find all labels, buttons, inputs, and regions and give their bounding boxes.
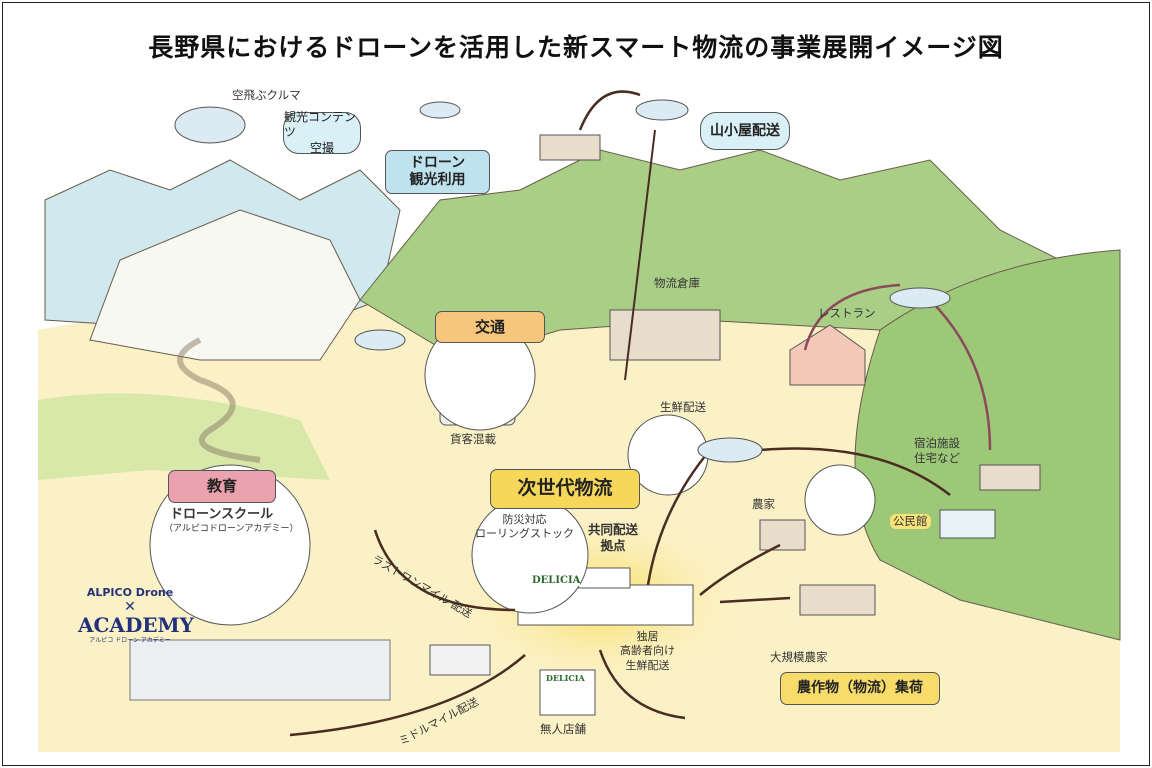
last-mile-arrow [373, 529, 516, 612]
stock-line1: 防災対応 [502, 513, 547, 526]
education-box: 教育 [168, 470, 276, 503]
drone-icon [635, 99, 689, 121]
elderly-line2: 高齢者向け [620, 644, 675, 658]
flying-car-label: 空飛ぶクルマ [232, 88, 301, 102]
community-hall-label: 公民館 [890, 514, 931, 529]
right-hill [854, 249, 1121, 641]
alpico-academy-logo: ALPICO Drone ✕ ACADEMY アルピコ ドローン アカデミー [78, 586, 194, 644]
tourism-line1: ドローン [409, 154, 466, 171]
crop-collection-box: 農作物（物流）集荷 [780, 672, 940, 705]
drone-school-sub: （アルピコドローンアカデミー） [164, 524, 299, 534]
education-bubble [149, 464, 311, 626]
produce-bubble [804, 464, 876, 536]
lodging-label: 宿泊施設 住宅など [914, 436, 960, 466]
aerial-shooting-bubble: 観光コンテンツ 空撮 [283, 109, 361, 155]
mountain-hut [539, 134, 601, 161]
drone-school-label: ドローンスクール [170, 507, 274, 522]
farmhouse [759, 519, 806, 551]
large-farmer-label: 大規模農家 [770, 650, 828, 664]
farmer-label: 農家 [752, 497, 775, 511]
joint-delivery-hub-label: 共同配送 拠点 [588, 522, 638, 555]
winding-road [177, 337, 261, 463]
hub-line2: 拠点 [600, 538, 626, 554]
logo-x-icon: ✕ [124, 599, 136, 615]
lodging-arrow [929, 299, 992, 451]
logo-top: ALPICO Drone [86, 586, 174, 599]
community-hall-building [939, 509, 996, 539]
unmanned-store-sign-logo: DELICIA [546, 673, 585, 683]
city-buildings [129, 639, 391, 701]
hub-line1: 共同配送 [588, 522, 639, 537]
next-gen-logistics-box: 次世代物流 [490, 469, 640, 509]
truck [429, 644, 491, 676]
hub-to-lodging-arrow [759, 447, 951, 496]
elderly-line1: 独居 [636, 630, 659, 643]
drone-icon [354, 329, 406, 351]
page-title: 長野県におけるドローンを活用した新スマート物流の事業展開イメージ図 [148, 33, 1004, 62]
warehouse-label: 物流倉庫 [654, 276, 700, 290]
hut-delivery-label: 山小屋配送 [710, 122, 780, 139]
ski-slope [89, 209, 361, 361]
drone-icon [419, 101, 461, 119]
fresh-delivery-label: 生鮮配送 [660, 400, 706, 414]
drone-icon [889, 287, 951, 309]
transport-box: 交通 [435, 311, 545, 343]
hut-delivery-arrow [578, 90, 641, 131]
aerial-line1: 観光コンテンツ [284, 109, 357, 140]
hub-to-fresh-arrow [646, 449, 711, 586]
large-farmhouse [799, 584, 876, 616]
drone-tether [624, 129, 656, 381]
lodging-line2: 住宅など [914, 450, 960, 465]
drone-icon [697, 437, 763, 463]
restaurant-arrow [803, 283, 901, 351]
stock-line2: ローリングストック [475, 527, 574, 541]
elderly-line3: 生鮮配送 [625, 658, 670, 672]
lodging-line1: 宿泊施設 [914, 436, 960, 450]
mixed-cargo-label: 貨客混載 [450, 432, 496, 446]
rolling-stock-label: 防災対応 ローリングストック [475, 513, 574, 542]
large-farm-to-hub-arrow [719, 596, 791, 604]
tourism-box: ドローン 観光利用 [385, 150, 490, 194]
aerial-line2: 空撮 [309, 140, 334, 155]
elderly-delivery-label: 独居 高齢者向け 生鮮配送 [620, 630, 675, 673]
logo-sub: アルピコ ドローン アカデミー [89, 637, 171, 644]
warehouse-building [609, 309, 721, 361]
farmer-to-hub-arrow [699, 543, 781, 596]
tourism-line2: 観光利用 [409, 172, 466, 188]
store-sign-logo: DELICIA [532, 575, 581, 586]
middle-mile-arrow [289, 654, 526, 737]
drone-icons [174, 99, 951, 463]
restaurant-label: レストラン [818, 306, 876, 320]
flying-car-icon [174, 106, 246, 144]
hut-delivery-bubble: 山小屋配送 [700, 112, 790, 150]
logo-main: ACADEMY [78, 613, 194, 637]
lodging-building [979, 464, 1041, 491]
unmanned-store-label: 無人店舗 [540, 722, 586, 736]
elderly-delivery-arrow [598, 649, 686, 720]
fresh-produce-bubble [627, 414, 709, 496]
